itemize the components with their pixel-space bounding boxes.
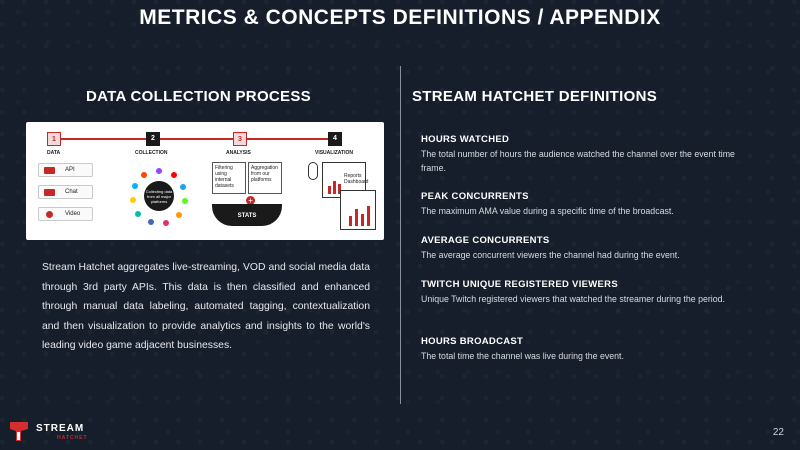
platform-icon — [176, 212, 182, 218]
step-1-number: 1 — [47, 132, 61, 146]
data-collection-heading: DATA COLLECTION PROCESS — [86, 88, 311, 105]
platform-icon — [130, 197, 136, 203]
step-3-number: 3 — [233, 132, 247, 146]
definition-item: HOURS BROADCAST The total time the chann… — [421, 336, 761, 366]
definitions-list: HOURS WATCHED The total number of hours … — [421, 134, 761, 366]
hatchet-logo-icon — [10, 422, 28, 441]
definition-text: Unique Twitch registered viewers that wa… — [421, 294, 725, 304]
definition-term: TWITCH UNIQUE REGISTERED VIEWERS — [421, 279, 618, 290]
source-chat: Chat — [38, 185, 93, 199]
platform-icon — [156, 168, 162, 174]
paperclip-icon — [308, 162, 318, 180]
definition-term: HOURS BROADCAST — [421, 336, 524, 347]
definition-item: PEAK CONCURRENTS The maximum AMA value d… — [421, 191, 761, 235]
definition-text: The total time the channel was live duri… — [421, 351, 624, 361]
definition-item: TWITCH UNIQUE REGISTERED VIEWERS Unique … — [421, 279, 761, 336]
data-collection-diagram: 1 2 3 4 DATA COLLECTION ANALYSIS VISUALI… — [26, 122, 384, 240]
process-line — [61, 138, 329, 140]
platform-icon — [182, 198, 188, 204]
api-icon — [44, 167, 55, 174]
step-4-number: 4 — [328, 132, 342, 146]
logo-main-text: STREAM — [36, 423, 85, 434]
chat-icon — [44, 189, 55, 196]
filtering-box: Filtering using internal datasets — [212, 162, 246, 194]
platforms-hub: Collecting data from all major platforms — [129, 166, 189, 226]
stats-funnel: STATS — [212, 204, 282, 226]
step-4-label: VISUALIZATION — [315, 150, 353, 156]
definition-item: AVERAGE CONCURRENTS The average concurre… — [421, 235, 761, 279]
step-3-label: ANALYSIS — [226, 150, 251, 156]
step-1-label: DATA — [47, 150, 61, 156]
definition-term: AVERAGE CONCURRENTS — [421, 235, 550, 246]
video-icon — [46, 211, 53, 218]
logo-sub-text: HATCHET — [57, 435, 88, 441]
plus-icon: + — [246, 196, 255, 205]
step-2-number: 2 — [146, 132, 160, 146]
platform-icon — [171, 172, 177, 178]
column-divider — [400, 66, 401, 404]
platform-icon — [141, 172, 147, 178]
data-collection-description: Stream Hatchet aggregates live-streaming… — [42, 262, 370, 351]
reports-label: Reports Dashboard — [344, 173, 369, 185]
source-video: Video — [38, 207, 93, 221]
step-2-label: COLLECTION — [135, 150, 168, 156]
definitions-heading: STREAM HATCHET DEFINITIONS — [412, 88, 658, 105]
platform-icon — [163, 220, 169, 226]
page-title: METRICS & CONCEPTS DEFINITIONS / APPENDI… — [139, 6, 661, 29]
chart-doc-icon — [340, 190, 376, 230]
platform-icon — [180, 184, 186, 190]
definition-item: HOURS WATCHED The total number of hours … — [421, 134, 761, 191]
platform-icon — [148, 219, 154, 225]
stream-hatchet-logo: STREAM HATCHET — [8, 419, 108, 443]
definition-text: The average concurrent viewers the chann… — [421, 250, 680, 260]
hub-text: Collecting data from all major platforms — [144, 181, 174, 211]
page-number: 22 — [772, 427, 784, 438]
definition-text: The maximum AMA value during a specific … — [421, 206, 674, 216]
source-api: API — [38, 163, 93, 177]
platform-icon — [132, 183, 138, 189]
aggregation-box: Aggregation from our platforms — [248, 162, 282, 194]
definition-term: PEAK CONCURRENTS — [421, 191, 529, 202]
platform-icon — [135, 211, 141, 217]
definition-text: The total number of hours the audience w… — [421, 149, 735, 173]
definition-term: HOURS WATCHED — [421, 134, 510, 145]
